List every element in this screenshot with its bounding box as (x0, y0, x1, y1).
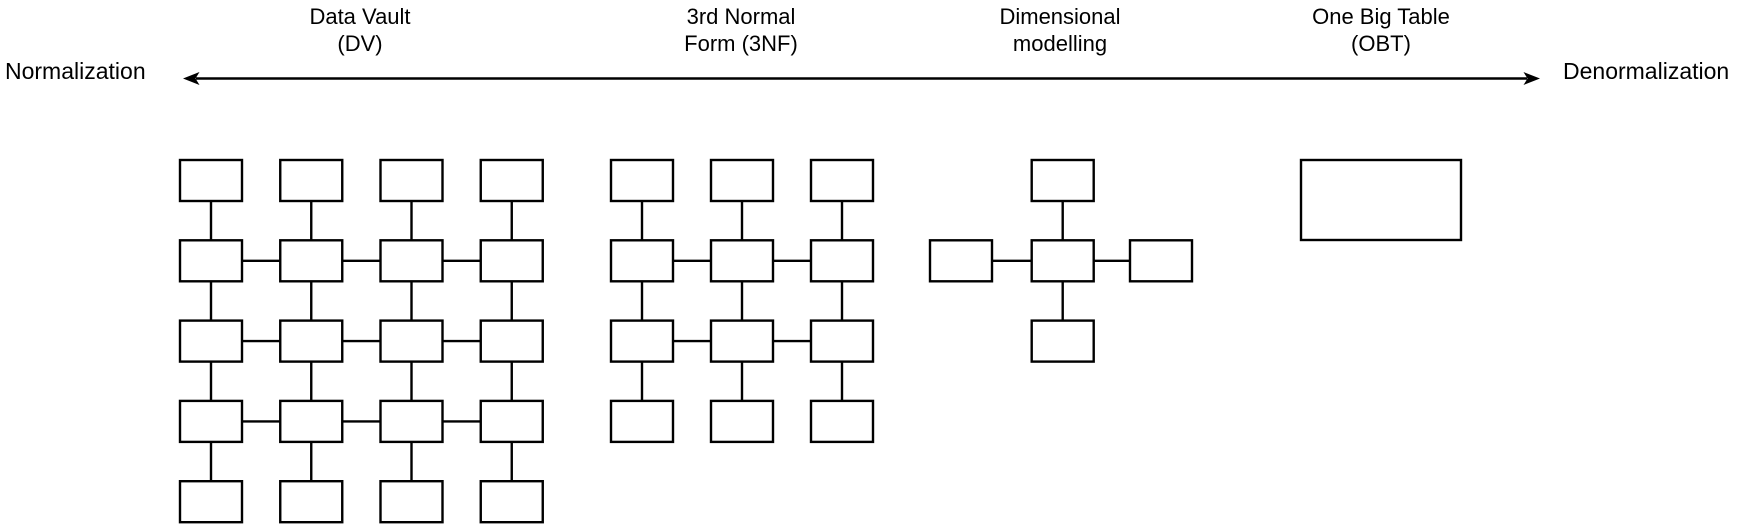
table-box (479, 319, 544, 363)
denormalization-label: Denormalization (1563, 58, 1730, 84)
method-label-line2: modelling (1012, 31, 1108, 56)
table-box (609, 239, 675, 283)
table-box (379, 480, 444, 524)
table-box (178, 239, 244, 283)
method-label-line2: Form (3NF) (684, 31, 798, 56)
method-label-dimensional: Dimensional modelling (999, 3, 1120, 57)
table-box (709, 319, 775, 363)
table-box (479, 158, 544, 203)
method-label-line2: (OBT) (1351, 31, 1411, 56)
table-box (709, 158, 775, 203)
diagram-dimensional (928, 158, 1194, 363)
table-box (379, 158, 444, 203)
table-box (609, 158, 675, 203)
table-box (709, 239, 775, 283)
table-box (1030, 319, 1095, 363)
table-box (809, 399, 875, 444)
table-box (809, 158, 875, 203)
arrowhead-right (1523, 72, 1540, 85)
table-box (279, 480, 344, 524)
table-box (379, 319, 444, 363)
method-label-line1: Data Vault (309, 4, 411, 29)
table-box (379, 239, 444, 283)
table-box (809, 239, 875, 283)
table-box (609, 319, 675, 363)
table-box (1128, 239, 1194, 283)
arrowhead-left (183, 72, 200, 85)
method-label-obt: One Big Table (OBT) (1312, 3, 1450, 57)
method-label-line2: (DV) (337, 31, 383, 56)
table-box (279, 158, 344, 203)
table-box (609, 399, 675, 444)
method-label-data-vault: Data Vault (DV) (309, 3, 410, 57)
table-box (928, 239, 994, 283)
diagram-obt (1299, 158, 1463, 242)
table-box (379, 399, 444, 444)
normalization-label: Normalization (5, 58, 146, 84)
method-label-line1: 3rd Normal (686, 4, 796, 29)
table-box (479, 480, 544, 524)
table-box (178, 319, 244, 363)
method-label-line1: One Big Table (1312, 4, 1450, 29)
spectrum-arrow (183, 72, 1540, 85)
table-box (279, 399, 344, 444)
method-label-line1: Dimensional (999, 4, 1121, 29)
table-box (809, 319, 875, 363)
diagram-data-vault (178, 158, 544, 524)
table-box (709, 399, 775, 444)
table-box (1030, 239, 1095, 283)
table-box (479, 399, 544, 444)
table-box (178, 158, 244, 203)
diagram-three-nf (609, 158, 875, 444)
table-box (279, 239, 344, 283)
table-box (279, 319, 344, 363)
table-box (1299, 158, 1463, 242)
method-label-three-nf: 3rd Normal Form (3NF) (684, 3, 798, 57)
table-box (1030, 158, 1095, 203)
table-box (178, 480, 244, 524)
table-box (178, 399, 244, 444)
table-box (479, 239, 544, 283)
